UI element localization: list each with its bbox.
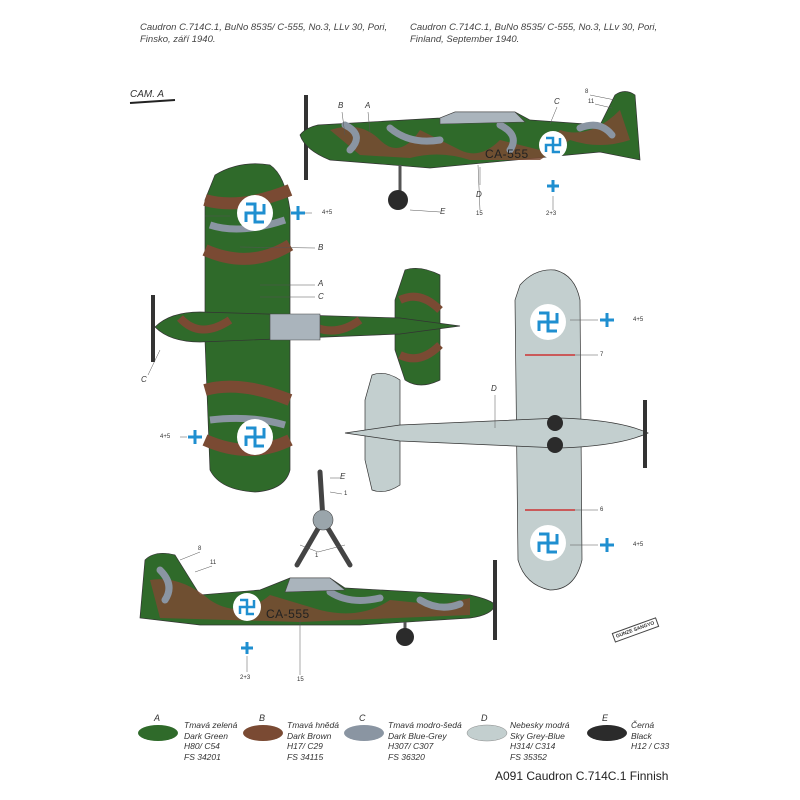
callout-2-3: 2+3: [240, 675, 251, 681]
legend-en: Dark Brown: [287, 730, 332, 741]
callout-c: C: [554, 97, 560, 106]
legend-letter: D: [481, 713, 488, 723]
top-view: [147, 163, 461, 493]
registration-marking: CA-555: [266, 607, 310, 621]
bottom-view: [344, 269, 649, 591]
wheel: [547, 437, 563, 453]
caption-english: Caudron C.714C.1, BuNo 8535/ C-555, No.3…: [410, 22, 658, 45]
legend-fs: FS 34201: [184, 751, 221, 762]
callout-11: 11: [210, 560, 217, 566]
legend-code: H307/ C307: [388, 741, 434, 751]
legend-fs: FS 35352: [510, 751, 547, 762]
side-view-bottom: [139, 551, 497, 675]
swastika-insignia: [544, 136, 562, 154]
canopy: [439, 111, 526, 125]
legend-letter: C: [359, 713, 366, 723]
legend-code: H80/ C54: [184, 741, 220, 751]
legend-fs: FS 34115: [287, 751, 324, 762]
wheel: [547, 415, 563, 431]
callout-a: A: [318, 279, 324, 288]
callout-e: E: [440, 207, 446, 216]
fuselage-underside: [344, 417, 649, 449]
callout-8: 8: [198, 546, 202, 552]
camo-scheme-label: CAM. A: [130, 89, 165, 100]
callout-6: 6: [600, 507, 604, 513]
callout-1: 1: [344, 491, 348, 497]
callout-b: B: [318, 243, 324, 252]
canopy-top: [269, 313, 321, 341]
callout-d: D: [476, 190, 482, 199]
legend-en: Dark Green: [184, 730, 228, 741]
legend-letter: B: [259, 713, 266, 723]
legend-en: Black: [631, 730, 652, 741]
callout-4-5: 4+5: [160, 434, 171, 440]
legend-cz: Tmavá zelená: [184, 720, 238, 730]
callout-4-5: 4+5: [633, 542, 644, 548]
spinner: [312, 509, 334, 531]
callout-7: 7: [600, 352, 604, 358]
registration-marking: CA-555: [485, 147, 529, 161]
cam-underline: [129, 99, 176, 104]
callout-15: 15: [476, 211, 483, 217]
camo-grey: [208, 216, 287, 429]
legend-code: H314/ C314: [510, 741, 556, 751]
legend-letter: A: [154, 713, 161, 723]
callout-d: D: [491, 384, 497, 393]
legend-letter: E: [602, 713, 609, 723]
callout-c: C: [141, 375, 147, 384]
insignia-cross: [547, 180, 559, 192]
legend-cz: Nebesky modrá: [510, 720, 570, 730]
callout-1: 1: [315, 553, 319, 559]
callout-15: 15: [297, 677, 304, 683]
legend-code: H17/ C29: [287, 741, 323, 751]
legend-swatches: [138, 724, 627, 742]
callout-e: E: [340, 472, 346, 481]
callout-11: 11: [588, 99, 595, 105]
legend-fs: FS 36320: [388, 751, 425, 762]
legend-cz: Černá: [631, 720, 655, 730]
camo-grey: [341, 121, 616, 154]
callout-4-5: 4+5: [633, 317, 644, 323]
propeller-front-view: [294, 469, 353, 568]
callout-4-5: 4+5: [322, 210, 333, 216]
legend-cz: Tmavá modro-šedá: [388, 720, 462, 730]
swatch-dark-brown: [243, 725, 283, 741]
side-view-top: [299, 91, 641, 213]
legend-en: Sky Grey-Blue: [510, 730, 565, 741]
swatch-dark-green: [138, 725, 178, 741]
wheel: [388, 190, 408, 210]
swatch-dark-blue-grey: [344, 725, 384, 741]
callout-c: C: [318, 292, 324, 301]
swatch-black: [587, 725, 627, 741]
callout-b: B: [338, 101, 344, 110]
swatch-sky-grey-blue: [466, 724, 508, 742]
callout-a: A: [365, 101, 371, 110]
callout-2-3: 2+3: [546, 211, 557, 217]
caption-czech: Caudron C.714C.1, BuNo 8535/ C-555, No.3…: [140, 22, 388, 45]
kit-title: A091 Caudron C.714C.1 Finnish: [495, 769, 669, 783]
legend-en: Dark Blue-Grey: [388, 730, 447, 741]
legend-cz: Tmavá hnědá: [287, 720, 339, 730]
callout-8: 8: [585, 89, 589, 95]
legend-code: H12 / C33: [631, 741, 670, 751]
wheel: [396, 628, 414, 646]
